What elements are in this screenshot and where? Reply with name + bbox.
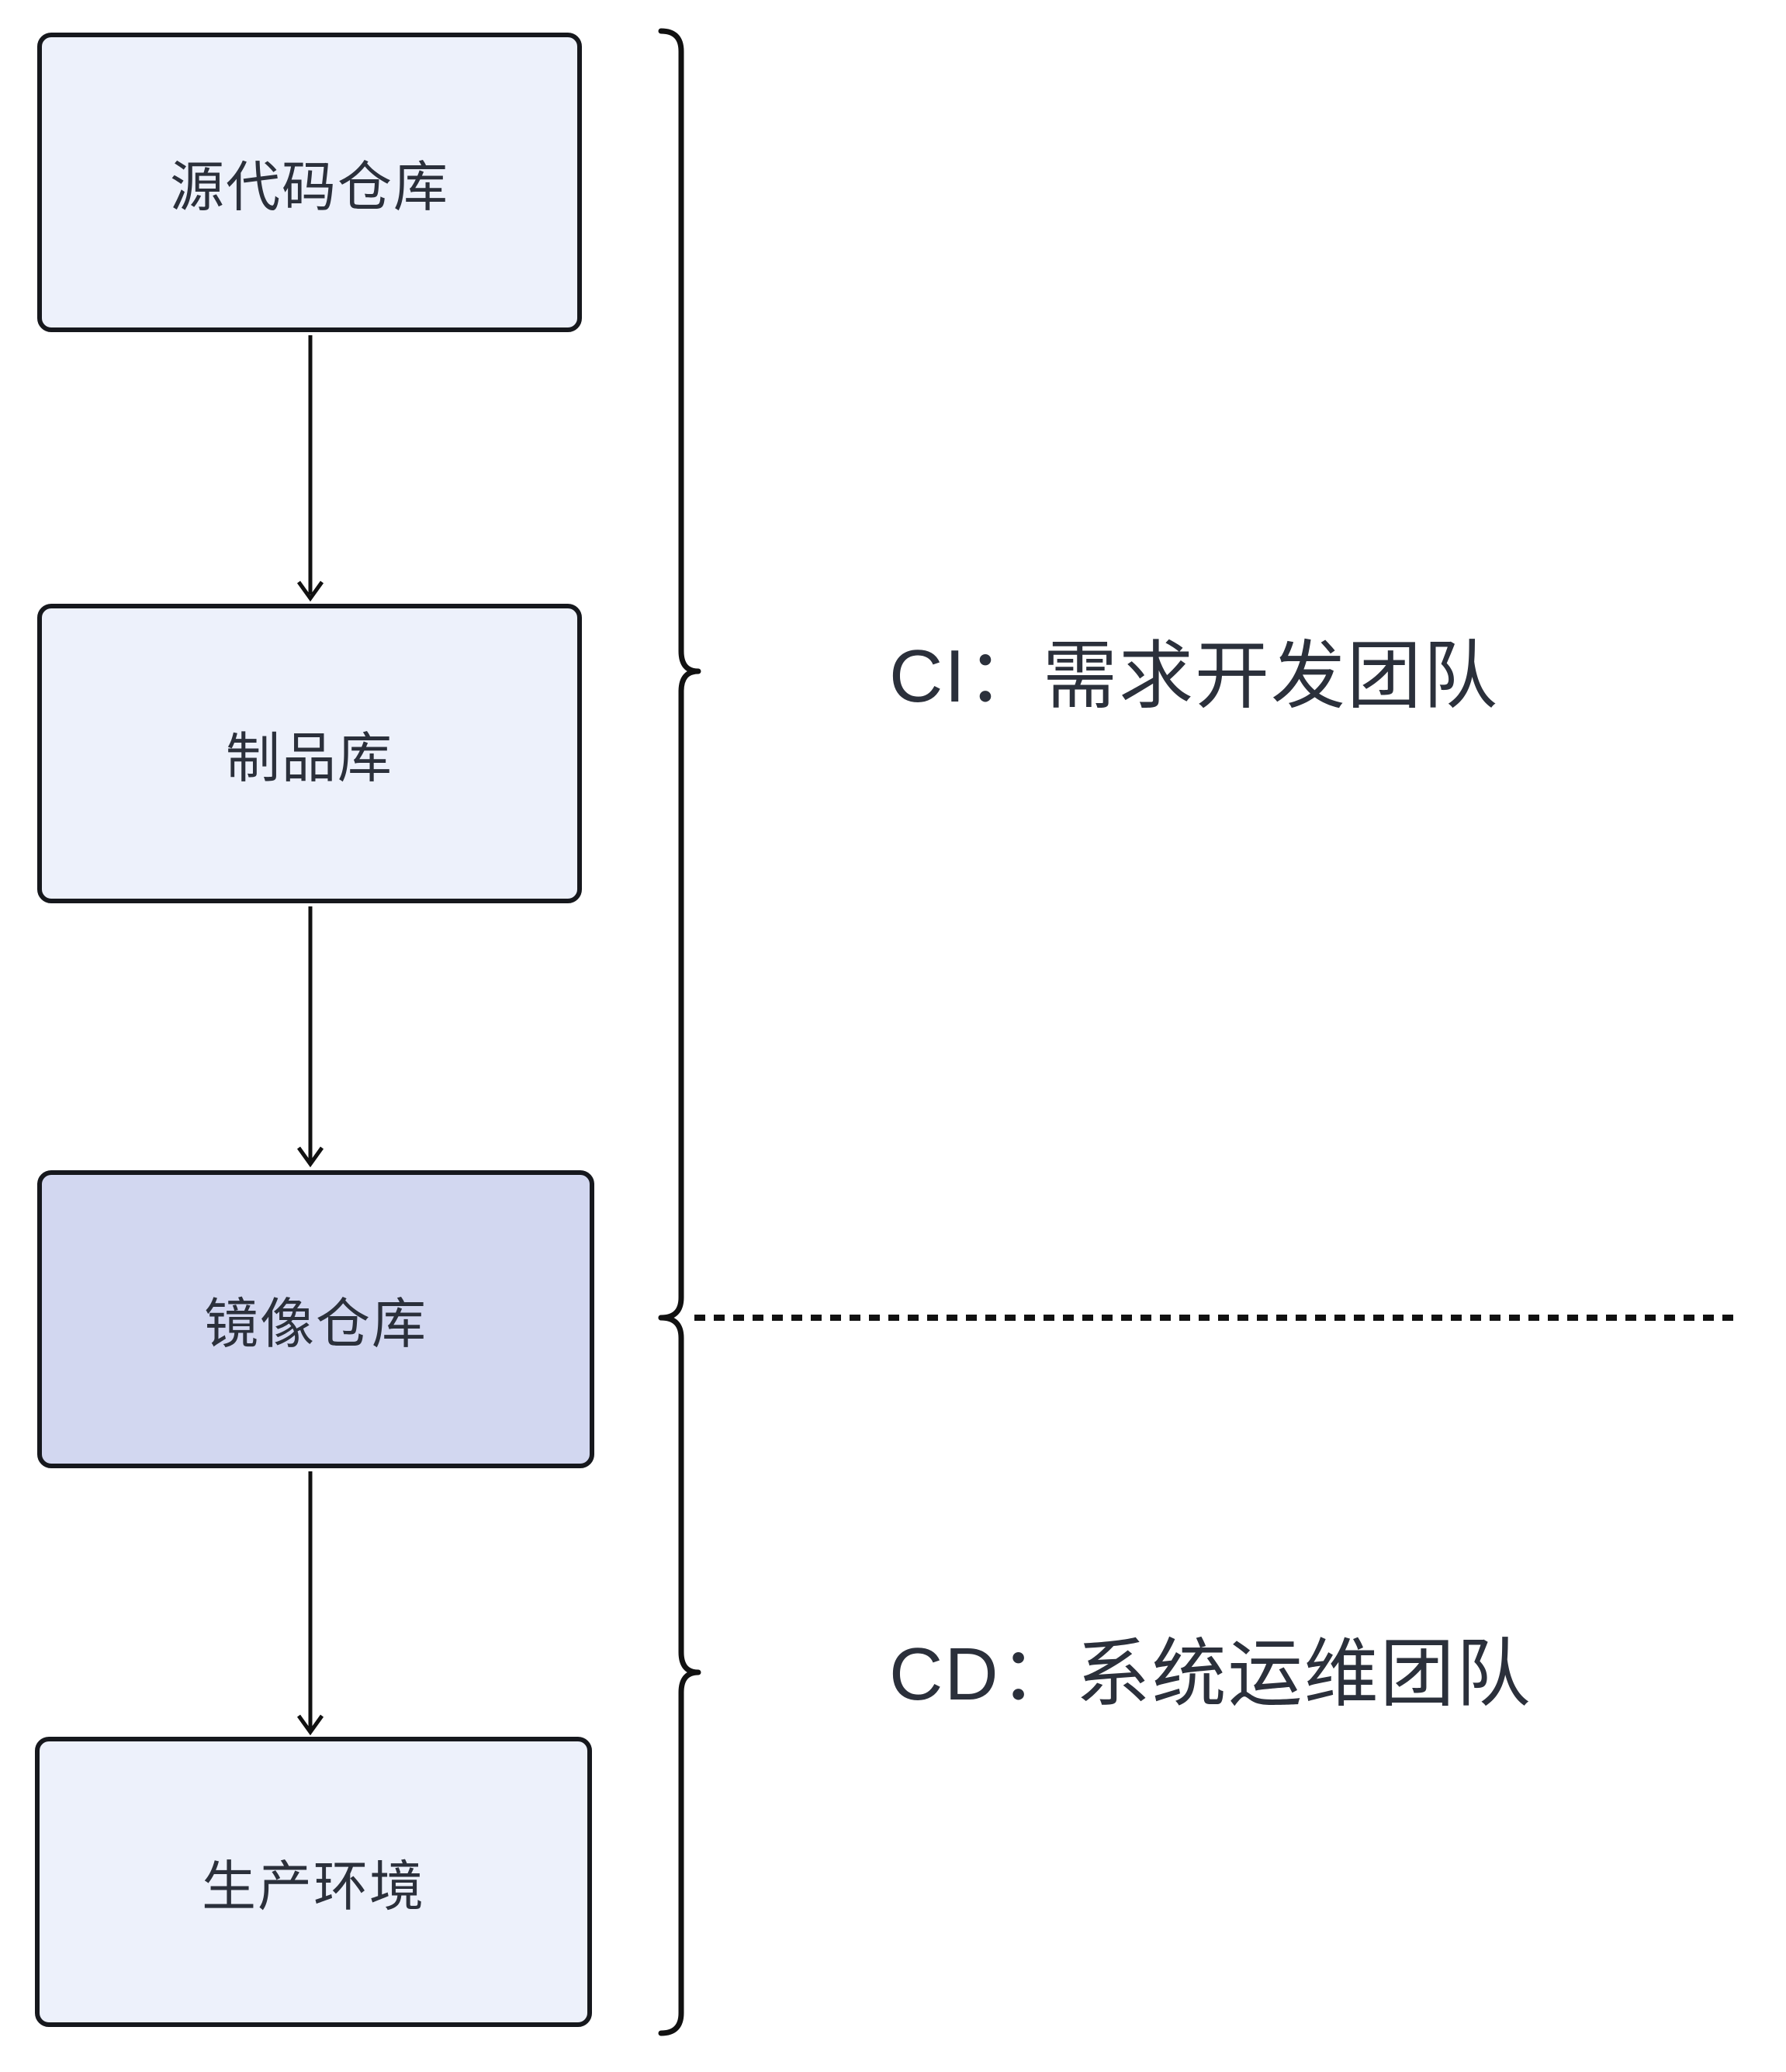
node-image-repo: 镜像仓库 [37, 1170, 594, 1468]
arrow-head-icon [296, 580, 324, 602]
arrow-image-to-production [296, 1471, 324, 1736]
cd-brace [658, 1315, 701, 2036]
arrow-artifact-to-image [296, 906, 324, 1168]
arrow-head-icon [296, 1714, 324, 1736]
node-source-code-repo: 源代码仓库 [37, 33, 582, 332]
arrow-source-to-artifact [296, 335, 324, 602]
cd-group-label: CD：系统运维团队 [889, 1633, 1532, 1716]
node-artifact-repo: 制品库 [37, 604, 582, 903]
node-image-repo-label: 镜像仓库 [204, 1293, 427, 1354]
node-source-code-repo-label: 源代码仓库 [170, 156, 449, 217]
node-production-env: 生产环境 [35, 1737, 592, 2027]
ci-group-label: CI：需求开发团队 [889, 635, 1499, 718]
arrow-head-icon [296, 1146, 324, 1168]
node-production-env-label: 生产环境 [202, 1855, 425, 1917]
node-artifact-repo-label: 制品库 [226, 727, 393, 788]
ci-brace [658, 28, 701, 1321]
